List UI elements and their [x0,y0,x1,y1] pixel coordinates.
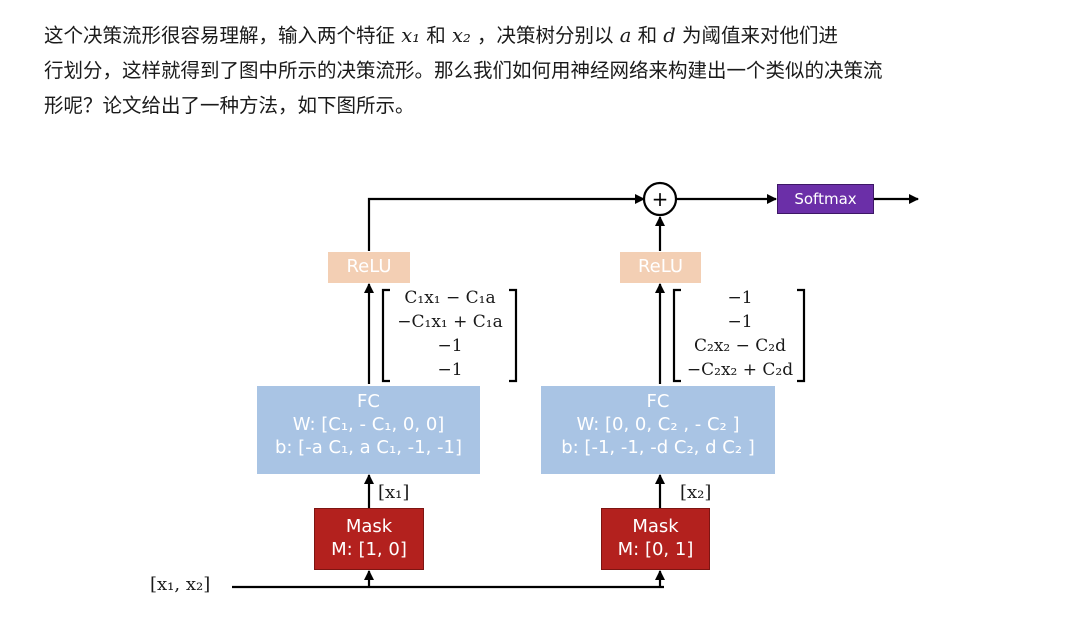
sum-node [642,181,678,217]
left-relu-box: ReLU [328,252,410,283]
right-mask-output-label: [x₂] [680,482,712,503]
vector-entry: −1 [437,336,463,356]
right-vector-bracket-right [797,288,806,383]
mask-vector: M: [0, 1] [617,539,694,560]
input-label: [x₁, x₂] [150,574,211,595]
vector-entry: −1 [727,312,753,332]
vector-entry: C₂x₂ − C₂d [694,336,786,356]
vector-entry: −C₁x₁ + C₁a [397,312,503,332]
fc-bias: b: [-1, -1, -d C₂, d C₂ ] [561,437,755,458]
left-vector-bracket-left [381,288,390,383]
vector-entry: −C₂x₂ + C₂d [686,360,794,380]
vector-entry: C₁x₁ − C₁a [404,288,496,308]
fc-weights: W: [C₁, - C₁, 0, 0] [292,414,445,435]
var-x1: x₁ [401,24,421,47]
mask-title: Mask [345,516,393,537]
fc-title: FC [646,391,670,412]
var-x2: x₂ [451,24,471,47]
paragraph-line-2: 行划分，这样就得到了图中所示的决策流形。那么我们如何用神经网络来构建出一个类似的… [44,59,883,82]
sum-plus-symbol: + [652,187,669,211]
right-relu-box: ReLU [620,252,701,283]
softmax-box: Softmax [777,184,874,214]
left-relu-input-vector: C₁x₁ − C₁a −C₁x₁ + C₁a −1 −1 [388,286,512,382]
vector-entry: −1 [727,288,753,308]
left-vector-bracket-right [509,288,518,383]
paragraph-line-3: 形呢？论文给出了一种方法，如下图所示。 [44,94,415,117]
left-fc-box: FC W: [C₁, - C₁, 0, 0] b: [-a C₁, a C₁, … [257,386,480,474]
var-d: d [663,24,676,47]
right-mask-box: Mask M: [0, 1] [601,508,710,570]
right-fc-box: FC W: [0, 0, C₂ , - C₂ ] b: [-1, -1, -d … [541,386,775,474]
fc-weights: W: [0, 0, C₂ , - C₂ ] [576,414,740,435]
mask-title: Mask [632,516,679,537]
right-vector-bracket-left [672,288,681,383]
left-mask-box: Mask M: [1, 0] [314,508,424,570]
right-relu-input-vector: −1 −1 C₂x₂ − C₂d −C₂x₂ + C₂d [679,286,801,382]
description-paragraph: 这个决策流形很容易理解，输入两个特征 x₁ 和 x₂ ，决策树分别以 a 和 d… [44,18,1044,123]
vector-entry: −1 [437,360,463,380]
paragraph-line-1: 这个决策流形很容易理解，输入两个特征 x₁ 和 x₂ ，决策树分别以 a 和 d… [44,24,838,47]
left-mask-output-label: [x₁] [378,482,410,503]
fc-title: FC [357,391,380,412]
fc-bias: b: [-a C₁, a C₁, -1, -1] [274,437,463,458]
mask-vector: M: [1, 0] [331,539,407,560]
left-relu-to-sum-arrow [367,194,645,251]
var-a: a [619,24,632,47]
